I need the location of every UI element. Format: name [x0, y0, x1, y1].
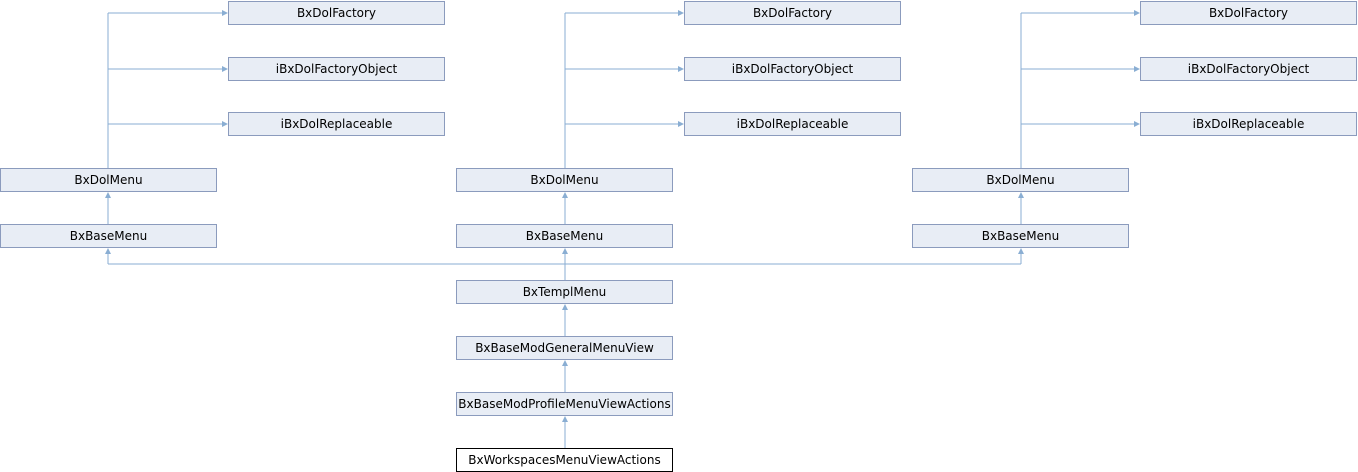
- class-node-bxdolmenu[interactable]: BxDolMenu: [456, 168, 673, 192]
- class-node-ibxdolreplaceable[interactable]: iBxDolReplaceable: [228, 112, 445, 136]
- class-node-bxbasemenu[interactable]: BxBaseMenu: [912, 224, 1129, 248]
- class-node-bxbasemodprofilemenuviewactions[interactable]: BxBaseModProfileMenuViewActions: [456, 392, 673, 416]
- class-node-ibxdolreplaceable[interactable]: iBxDolReplaceable: [684, 112, 901, 136]
- class-node-bxdolfactory[interactable]: BxDolFactory: [1140, 1, 1357, 25]
- class-node-bxtemplmenu[interactable]: BxTemplMenu: [456, 280, 673, 304]
- class-node-ibxdolfactoryobject[interactable]: iBxDolFactoryObject: [684, 57, 901, 81]
- class-node-bxdolmenu[interactable]: BxDolMenu: [912, 168, 1129, 192]
- class-node-bxdolfactory[interactable]: BxDolFactory: [684, 1, 901, 25]
- class-node-ibxdolfactoryobject[interactable]: iBxDolFactoryObject: [1140, 57, 1357, 81]
- class-node-bxdolmenu[interactable]: BxDolMenu: [0, 168, 217, 192]
- class-node-bxdolfactory[interactable]: BxDolFactory: [228, 1, 445, 25]
- class-node-current-bxworkspacesmenuviewactions: BxWorkspacesMenuViewActions: [456, 448, 673, 472]
- class-node-bxbasemodgeneralmenuview[interactable]: BxBaseModGeneralMenuView: [456, 336, 673, 360]
- class-node-ibxdolfactoryobject[interactable]: iBxDolFactoryObject: [228, 57, 445, 81]
- class-node-ibxdolreplaceable[interactable]: iBxDolReplaceable: [1140, 112, 1357, 136]
- class-node-bxbasemenu[interactable]: BxBaseMenu: [0, 224, 217, 248]
- class-node-bxbasemenu[interactable]: BxBaseMenu: [456, 224, 673, 248]
